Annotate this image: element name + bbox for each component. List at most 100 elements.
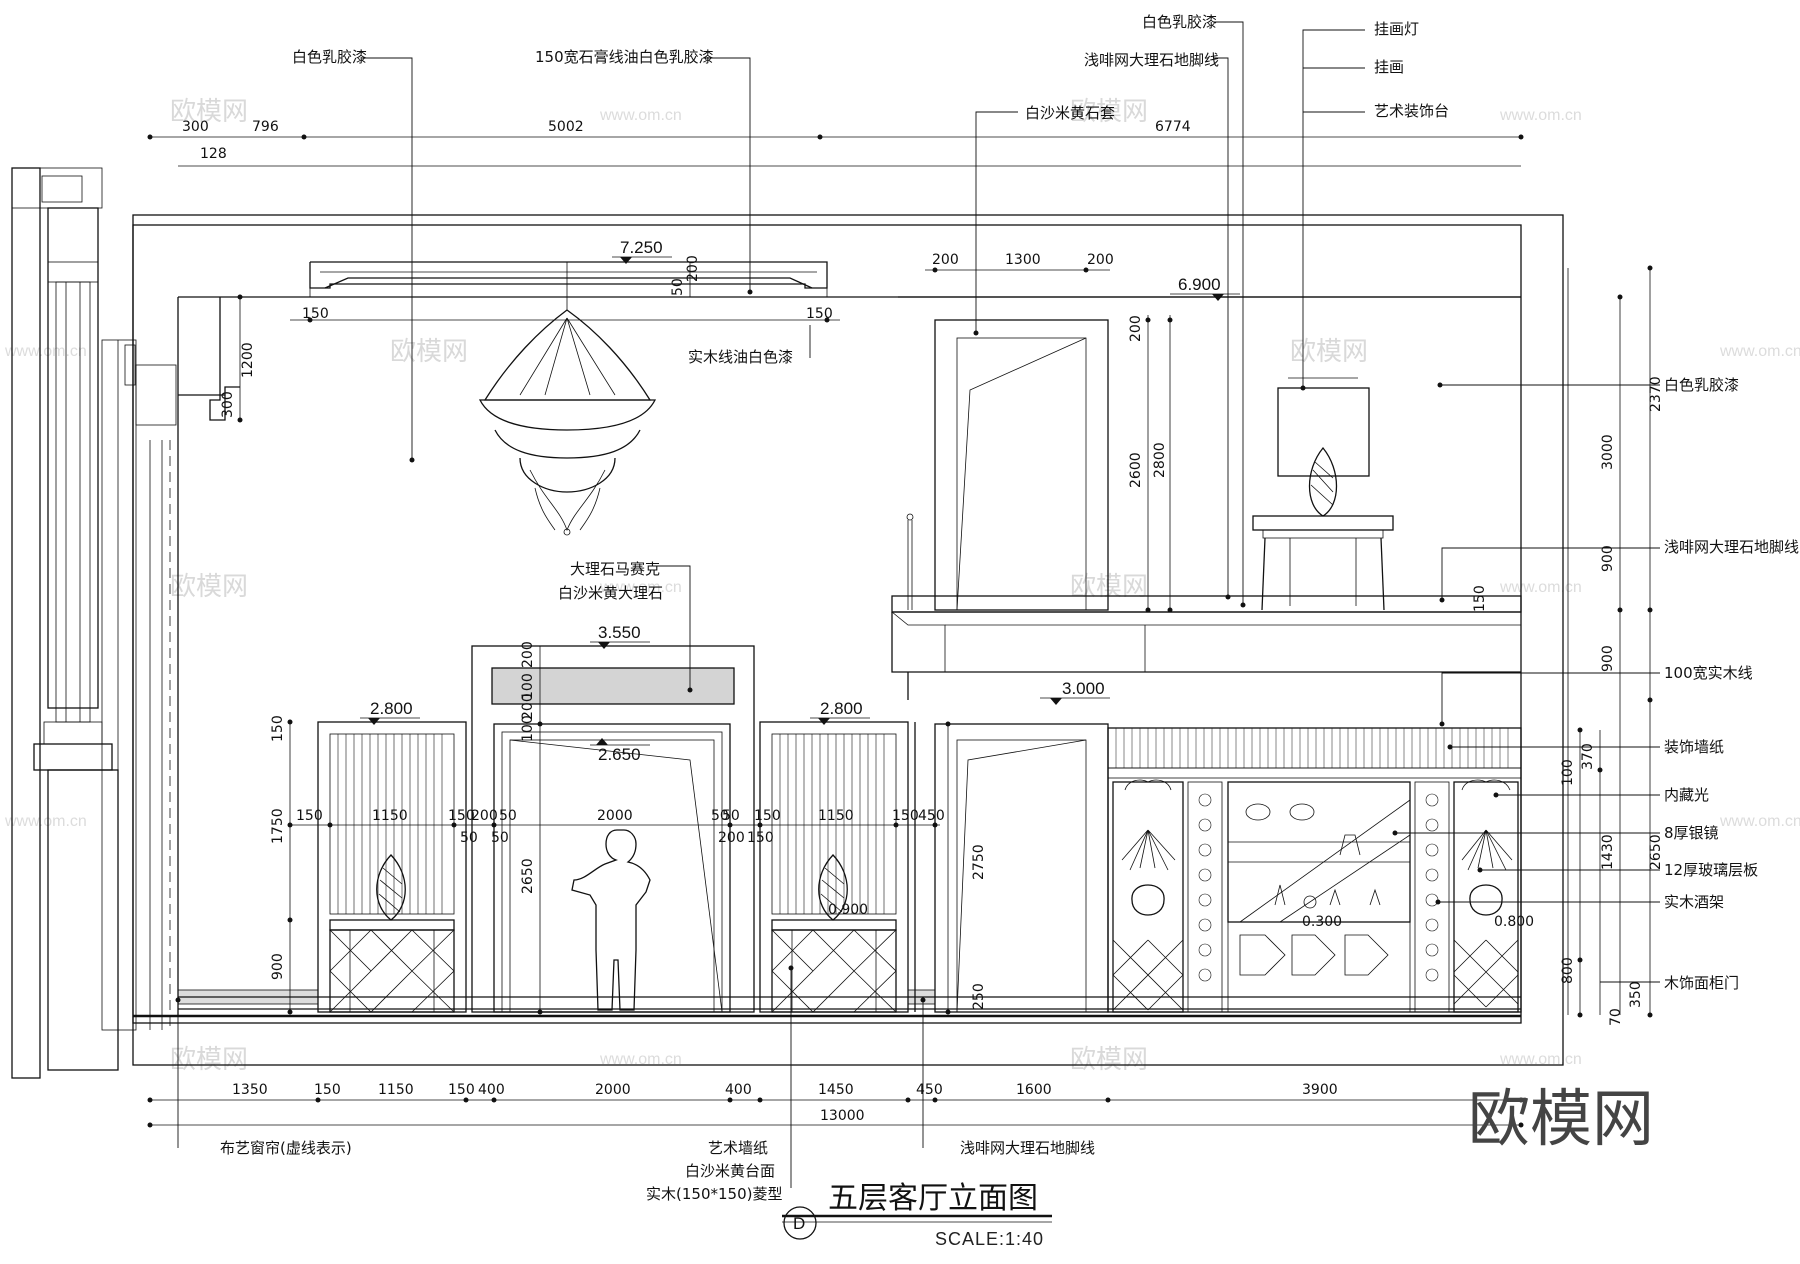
watermark-url: www.om.cn — [599, 107, 682, 124]
level-ceiling: 7.250 — [620, 238, 663, 257]
central-arch — [471, 645, 755, 1013]
dim-text: 50 — [722, 808, 740, 824]
dim-text: 6774 — [1155, 119, 1191, 135]
dim-text: 300 — [220, 391, 236, 418]
dim-text: 3000 — [1600, 434, 1616, 470]
label-gypsum-line: 150宽石膏线油白色乳胶漆 — [535, 48, 714, 66]
dim-text: 128 — [200, 146, 227, 162]
left-niche — [317, 721, 467, 1013]
dim-text: 1430 — [1600, 834, 1616, 870]
title-block: D 五层客厅立面图 SCALE:1:40 — [782, 1181, 1052, 1249]
dim-text: 2650 — [520, 858, 536, 894]
dim-text: 1350 — [232, 1082, 268, 1098]
dim-text: 2000 — [597, 808, 633, 824]
dim-text: 1200 — [240, 342, 256, 378]
dim-text: 400 — [725, 1082, 752, 1098]
label-right-paint: 白色乳胶漆 — [1664, 376, 1739, 394]
watermark: 欧模网 — [1070, 572, 1148, 602]
dimension-lines — [150, 136, 1651, 1126]
section-mark: D — [793, 1214, 805, 1233]
inline-level: 0.900 — [828, 902, 868, 918]
dim-text: 3900 — [1302, 1082, 1338, 1098]
label-top-left-paint: 白色乳胶漆 — [292, 48, 367, 66]
top-dimensions: 300 796 5002 6774 128 — [182, 119, 1191, 162]
dim-text: 100 — [520, 715, 536, 742]
dim-text: 2000 — [595, 1082, 631, 1098]
dim-text: 150 — [754, 808, 781, 824]
dim-text: 150 — [302, 306, 329, 322]
dim-text: 150 — [448, 808, 475, 824]
dim-text: 1300 — [1005, 252, 1041, 268]
label-curtain: 布艺窗帘(虚线表示) — [220, 1139, 352, 1157]
dim-text: 250 — [971, 983, 987, 1010]
label-marble-frame: 白沙米黄石套 — [1025, 104, 1115, 122]
chandelier — [478, 262, 657, 536]
watermark: 欧模网 — [170, 97, 248, 127]
level-arch: 3.550 — [598, 623, 641, 642]
dim-text: 2370 — [1648, 376, 1664, 412]
watermark: 欧模网 — [1070, 97, 1148, 127]
dim-text: 450 — [918, 808, 945, 824]
watermark-url: www.om.cn — [599, 1051, 682, 1068]
right-niche — [759, 721, 909, 1013]
dim-text: 200 — [1128, 315, 1144, 342]
vertical-dimensions-door: 2600 2800 200 2750 250 — [971, 315, 1168, 1010]
label-wood-line: 实木线油白色漆 — [688, 348, 793, 366]
watermark-url: www.om.cn — [1499, 579, 1582, 596]
level-door: 2.650 — [598, 745, 641, 764]
level-floor2: 3.000 — [1062, 679, 1105, 698]
level-niche-left: 2.800 — [370, 699, 413, 718]
inline-level: 0.300 — [1302, 914, 1342, 930]
middle-dimensions: 150 1150 150 200 50 2000 50 150 1150 150… — [296, 808, 945, 846]
wine-cabinet — [1107, 727, 1522, 1013]
page-title: 五层客厅立面图 — [828, 1181, 1038, 1216]
dim-text: 150 — [747, 830, 774, 846]
ceiling-cornice — [209, 261, 828, 421]
level-niche-right: 2.800 — [820, 699, 863, 718]
vertical-dimensions-right: 2370 3000 900 900 2650 1430 800 350 370 … — [1472, 376, 1664, 1026]
dim-text: 2800 — [1152, 442, 1168, 478]
dim-text: 1150 — [372, 808, 408, 824]
label-top-right-paint: 白色乳胶漆 — [1142, 13, 1217, 31]
watermark-url: www.om.cn — [4, 343, 87, 360]
dim-text: 1750 — [270, 808, 286, 844]
label-marble-beige: 白沙米黄大理石 — [558, 584, 663, 602]
label-painting: 挂画 — [1374, 58, 1404, 76]
dim-text: 200 — [1087, 252, 1114, 268]
label-wallpaper: 装饰墙纸 — [1664, 738, 1724, 756]
watermark-url: www.om.cn — [1499, 1051, 1582, 1068]
watermark-url: www.om.cn — [4, 813, 87, 830]
dim-text: 150 — [296, 808, 323, 824]
dim-text: 900 — [1600, 645, 1616, 672]
dim-text: 2650 — [1648, 834, 1664, 870]
label-art-wallpaper: 艺术墙纸 — [708, 1139, 768, 1157]
dim-text: 2600 — [1128, 452, 1144, 488]
upper-gallery — [891, 296, 1522, 700]
brand-watermark: 欧模网 — [1468, 1082, 1654, 1155]
dim-text: 200 — [718, 830, 745, 846]
dim-text: 50 — [499, 808, 517, 824]
dim-text: 400 — [478, 1082, 505, 1098]
watermark: 欧模网 — [1070, 1045, 1148, 1075]
watermark: 欧模网 — [170, 1045, 248, 1075]
frame-dimensions: 200 1300 200 150 150 200 50 1200 300 — [220, 252, 1114, 418]
label-picture-light: 挂画灯 — [1374, 20, 1419, 38]
label-wood-line-100: 100宽实木线 — [1664, 664, 1753, 682]
level-upper-ceiling: 6.900 — [1178, 275, 1221, 294]
watermark: 欧模网 — [170, 572, 248, 602]
watermark-url: www.om.cn — [599, 579, 682, 596]
label-wine-rack: 实木酒架 — [1664, 893, 1724, 911]
dim-text: 50 — [711, 808, 729, 824]
dim-text: 50 — [670, 278, 686, 296]
dim-text: 300 — [182, 119, 209, 135]
dim-text: 50 — [491, 830, 509, 846]
floor-skirting — [177, 989, 936, 1005]
dim-text: 200 — [471, 808, 498, 824]
dim-text: 200 — [520, 693, 536, 720]
annotations: 白色乳胶漆 150宽石膏线油白色乳胶漆 白色乳胶漆 浅啡网大理石地脚线 白沙米黄… — [220, 13, 1799, 1203]
dim-text: 350 — [1628, 981, 1644, 1008]
watermark: 欧模网 — [1290, 337, 1368, 367]
label-glass-shelf: 12厚玻璃层板 — [1664, 861, 1758, 879]
bottom-dimensions: 1350 150 1150 150 400 2000 400 1450 450 … — [232, 1082, 1338, 1124]
dim-text: 450 — [916, 1082, 943, 1098]
